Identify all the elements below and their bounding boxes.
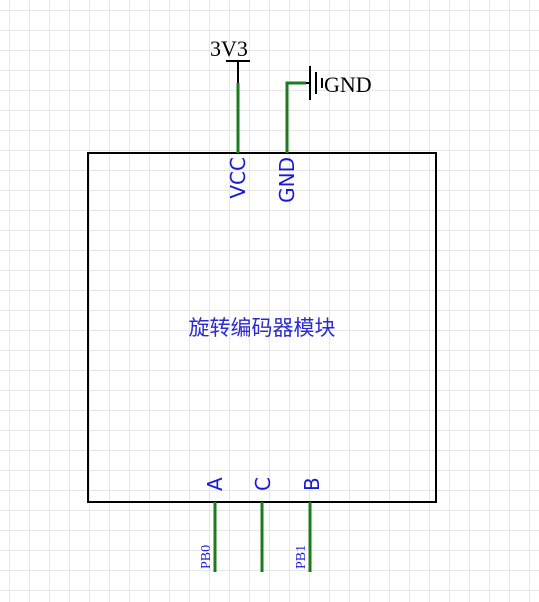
gnd-wire xyxy=(285,81,306,153)
pin-label-vcc: VCC xyxy=(226,157,250,199)
pin-label-b: B xyxy=(300,477,324,491)
net-label-pb0: PB0 xyxy=(199,545,214,569)
pin-label-c: C xyxy=(251,477,275,491)
pin-label-gnd: GND xyxy=(275,157,299,203)
ground-icon xyxy=(306,66,323,100)
net-label-pb1: PB1 xyxy=(294,545,309,569)
pin-label-a: A xyxy=(203,477,227,491)
module-name: 旋转编码器模块 xyxy=(189,316,336,340)
ground-net-label: GND xyxy=(324,72,372,97)
power-net-label: 3V3 xyxy=(210,36,248,61)
